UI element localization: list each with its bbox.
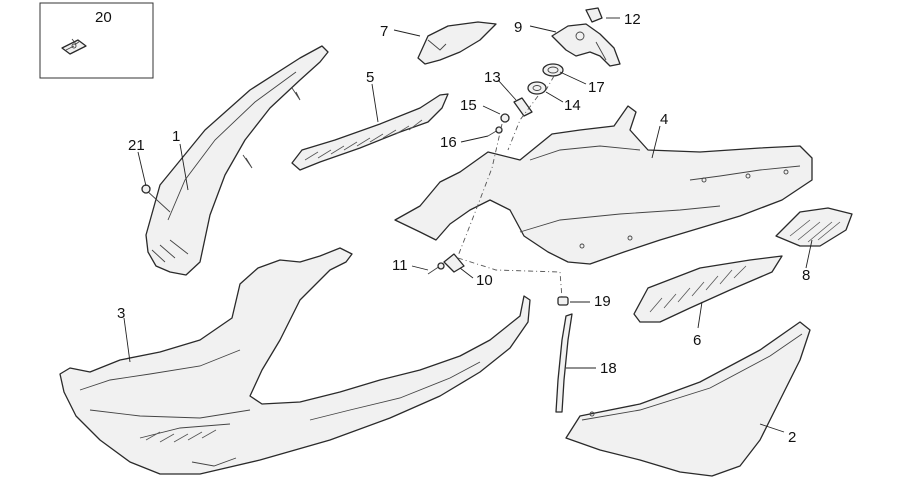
callout-20: 20: [95, 9, 112, 26]
part-19-cap: [557, 296, 569, 306]
callout-1: 1: [172, 128, 180, 145]
leader-lines: [123, 17, 813, 433]
callout-21: 21: [128, 137, 145, 154]
callout-2: 2: [788, 429, 796, 446]
callout-14: 14: [564, 97, 581, 114]
clip-nut-part-20: [61, 38, 87, 55]
callout-5: 5: [366, 69, 374, 86]
part-15-washer: [500, 113, 510, 123]
screw-part-11: [427, 262, 445, 275]
part-4-central-floor-panel: [394, 105, 813, 265]
callout-12: 12: [624, 11, 641, 28]
callout-labels: 20 1 21 5 7 9 12 17 14 13 15 16 4 8 6 3 …: [95, 9, 810, 446]
part-10-clip: [443, 253, 465, 273]
callout-9: 9: [514, 19, 522, 36]
part-3-lower-body-shell: [59, 247, 531, 475]
screw-part-16: [487, 126, 503, 137]
callout-19: 19: [594, 293, 611, 310]
part-6-right-footrest-mat: [633, 255, 783, 323]
part-17-ring: [542, 63, 564, 77]
part-9-mount-bracket: [551, 23, 621, 67]
callout-15: 15: [460, 97, 477, 114]
inset-box-part-20: [39, 2, 154, 79]
callout-3: 3: [117, 305, 125, 322]
part-18-drain-tube: [555, 313, 573, 413]
callout-8: 8: [802, 267, 810, 284]
callout-7: 7: [380, 23, 388, 40]
callout-17: 17: [588, 79, 605, 96]
assembly-lines: [457, 75, 563, 299]
callout-16: 16: [440, 134, 457, 151]
callout-18: 18: [600, 360, 617, 377]
part-7-bracket-cover: [417, 21, 497, 65]
part-5-footrest-mat: [291, 93, 449, 171]
part-12-grommet: [585, 7, 603, 23]
callout-4: 4: [660, 111, 668, 128]
callout-13: 13: [484, 69, 501, 86]
callout-6: 6: [693, 332, 701, 349]
callout-11: 11: [392, 257, 408, 274]
part-1-side-trim: [145, 45, 329, 276]
part-2-right-side-panel: [565, 321, 811, 477]
part-14-ring: [527, 81, 547, 95]
callout-10: 10: [476, 272, 493, 289]
part-8-rear-footrest-mat: [775, 207, 853, 247]
part-13-clip: [513, 97, 533, 117]
inset-frame: [39, 2, 154, 79]
